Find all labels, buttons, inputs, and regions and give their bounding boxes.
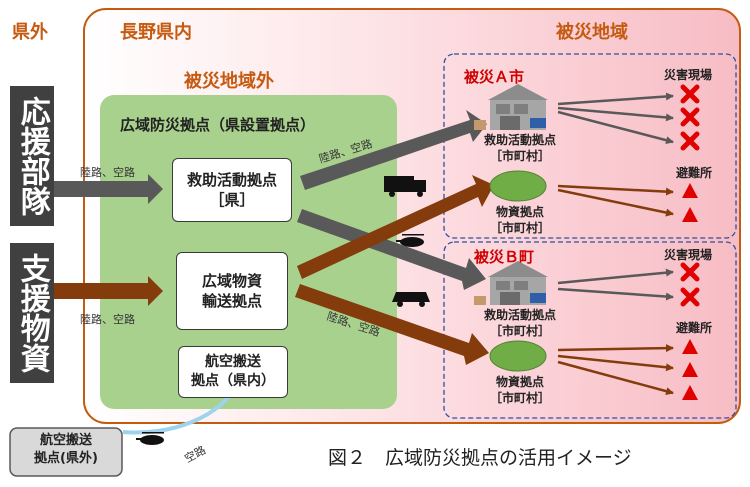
helicopter-icon [136, 432, 164, 445]
support-team-arrow [54, 174, 163, 204]
goods-transport-base-box: 広域物資輸送拠点 [176, 252, 288, 330]
route-label-bottom: 陸路、空路 [80, 313, 135, 326]
town-b-goods-caption: 物資拠点［市町村］ [489, 375, 550, 406]
goods-base-icon [489, 340, 547, 372]
rescue-base-box: 救助活動拠点［県］ [172, 158, 292, 222]
air-transport-base-box: 航空搬送拠点（県内） [178, 346, 288, 398]
warehouse-icon [474, 261, 548, 305]
wide-area-base-title: 広域防災拠点（県設置拠点） [120, 116, 316, 134]
support-goods-arrow [54, 276, 163, 306]
city-a-name: 被災Ａ市 [464, 68, 525, 86]
outside-prefecture-label: 県外 [12, 22, 48, 43]
support-goods-block [10, 243, 54, 383]
city-a-goods-caption: 物資拠点［市町村］ [489, 205, 550, 236]
town-b-name: 被災Ｂ町 [474, 248, 535, 266]
external-air-base-label: 航空搬送拠点(県外) [34, 433, 98, 467]
town-b-shelter-label: 避難所 [676, 321, 713, 335]
nagano-label: 長野県内 [120, 22, 192, 43]
goods-to-town-b-arrow [295, 284, 489, 365]
disaster-site-x-icon [680, 262, 700, 307]
support-team-label: 応援部隊 [14, 96, 50, 216]
support-goods-label: 支援物資 [14, 253, 50, 373]
goods-base-icon [489, 170, 547, 202]
city-a-area [443, 53, 737, 239]
van-icon [392, 292, 430, 307]
external-air-base-box [9, 427, 123, 477]
truck-icon [384, 176, 426, 197]
disaster-area-label: 被災地域 [556, 22, 628, 43]
city-a-disaster-site-label: 災害現場 [664, 68, 713, 82]
support-team-block [10, 86, 54, 226]
helicopter-icon [396, 234, 424, 247]
shelter-triangle-icon [682, 183, 698, 400]
city-a-shelter-label: 避難所 [676, 166, 713, 180]
warehouse-icon [474, 84, 548, 130]
town-b-rescue-caption: 救助活動拠点［市町村］ [483, 308, 556, 339]
rescue-to-city-a-arrow [300, 110, 487, 190]
town-b-area [443, 241, 737, 419]
route-label-top: 陸路、空路 [80, 166, 135, 179]
rescue-to-town-b-arrow [297, 209, 486, 290]
disaster-site-x-icon [680, 84, 700, 151]
goods-to-city-a-arrow [297, 175, 494, 279]
town-b-disaster-site-label: 災害現場 [664, 248, 713, 262]
figure-caption: 図２ 広域防災拠点の活用イメージ [328, 447, 632, 469]
city-a-rescue-caption: 救助活動拠点［市町村］ [483, 133, 556, 164]
outside-disaster-area-label: 被災地域外 [184, 71, 274, 92]
